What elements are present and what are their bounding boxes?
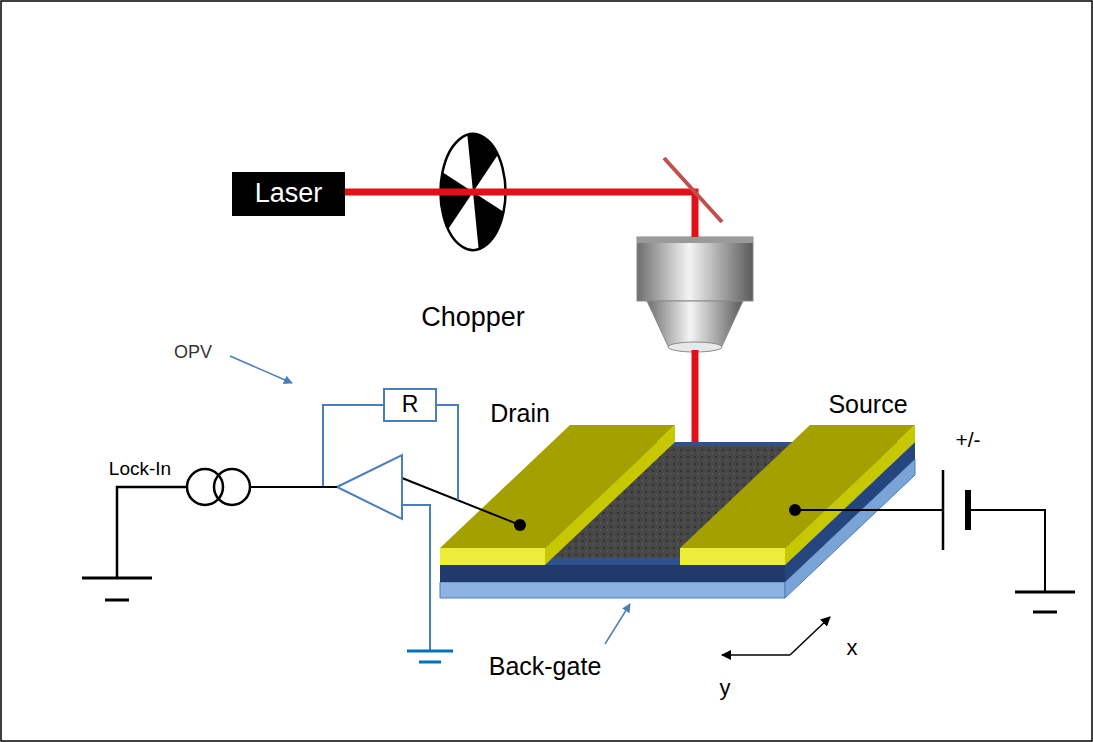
amplifier-symbol (337, 455, 402, 519)
drain-electrode-side (545, 425, 675, 565)
leader-arrow (230, 356, 292, 383)
chopper-blade (433, 172, 473, 239)
substrate-front (440, 565, 785, 582)
source-electrode-front (680, 548, 785, 565)
source-electrode (680, 425, 915, 548)
ground-symbol (105, 599, 129, 602)
signal-wire (250, 486, 337, 488)
ground-symbol (407, 650, 453, 653)
lock-in-symbol (214, 469, 250, 505)
objective-body (637, 237, 753, 301)
axis-label: y (720, 675, 731, 700)
lock-in-label: Lock-In (109, 458, 171, 480)
laser-beam (345, 192, 695, 237)
ground-wire (968, 510, 1045, 592)
resistor-box: R (383, 388, 437, 422)
laser-beam (692, 350, 699, 452)
ground-symbol (419, 661, 441, 664)
axis-arrow (790, 617, 830, 655)
contact-dot (514, 519, 526, 531)
node-text: R (402, 392, 419, 417)
ground-wire (117, 487, 187, 578)
laser-box: Laser (232, 172, 345, 216)
node-text: Laser (255, 179, 323, 209)
objective-nose (647, 301, 743, 346)
electrode-label: Source (828, 390, 907, 419)
source-wire (795, 509, 943, 511)
battery-symbol (942, 470, 945, 550)
ground-symbol (1033, 611, 1057, 614)
gate-label: Back-gate (489, 652, 602, 681)
ground-symbol (82, 577, 152, 580)
electrode-label: Drain (490, 399, 550, 428)
objective-rim (637, 237, 753, 243)
source-electrode-side (785, 425, 915, 565)
contact-dot (789, 504, 801, 516)
ground-symbol (1015, 591, 1075, 594)
ground-wire (402, 505, 430, 650)
mirror (664, 158, 722, 222)
axis-label: x (847, 635, 858, 660)
leader-arrow (605, 604, 630, 644)
drain-wire (402, 478, 520, 525)
polarity-label: +/- (955, 428, 980, 452)
chopper-label: Chopper (421, 302, 525, 333)
chopper-blade (463, 192, 503, 259)
amplifier-label: OPV (174, 342, 212, 363)
drain-electrode-front (440, 548, 545, 565)
feedback-wire (437, 405, 458, 500)
back-gate-front (440, 582, 785, 598)
drain-electrode (440, 425, 675, 548)
axis-arrow (722, 654, 790, 656)
